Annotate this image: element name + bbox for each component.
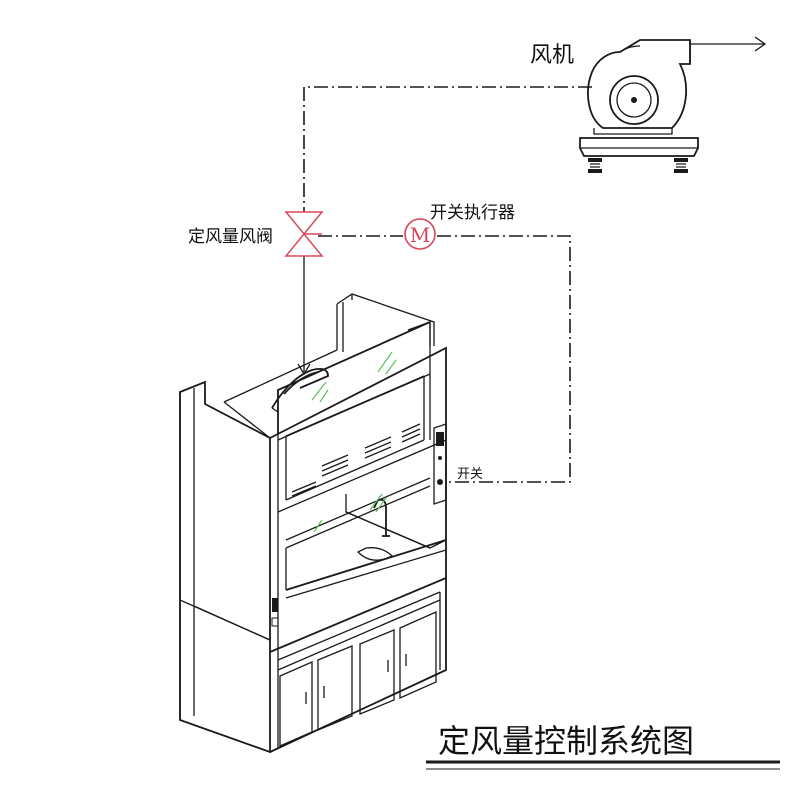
actuator-m-label: M [410, 223, 430, 247]
fan-unit [579, 36, 767, 173]
actuator-symbol: M [404, 218, 436, 250]
louvres [291, 423, 421, 497]
switch-label: 开关 [457, 467, 483, 482]
damper-symbol [284, 211, 324, 257]
actuator-label: 开关执行器 [430, 203, 515, 223]
cabinet-doors [279, 610, 437, 747]
damper-label: 定风量风阀 [188, 227, 273, 247]
title-underline [426, 760, 780, 770]
duct-lines [297, 86, 592, 483]
fume-hood [179, 293, 447, 754]
fan-label: 风机 [530, 43, 574, 68]
diagram-title: 定风量控制系统图 [438, 722, 694, 760]
